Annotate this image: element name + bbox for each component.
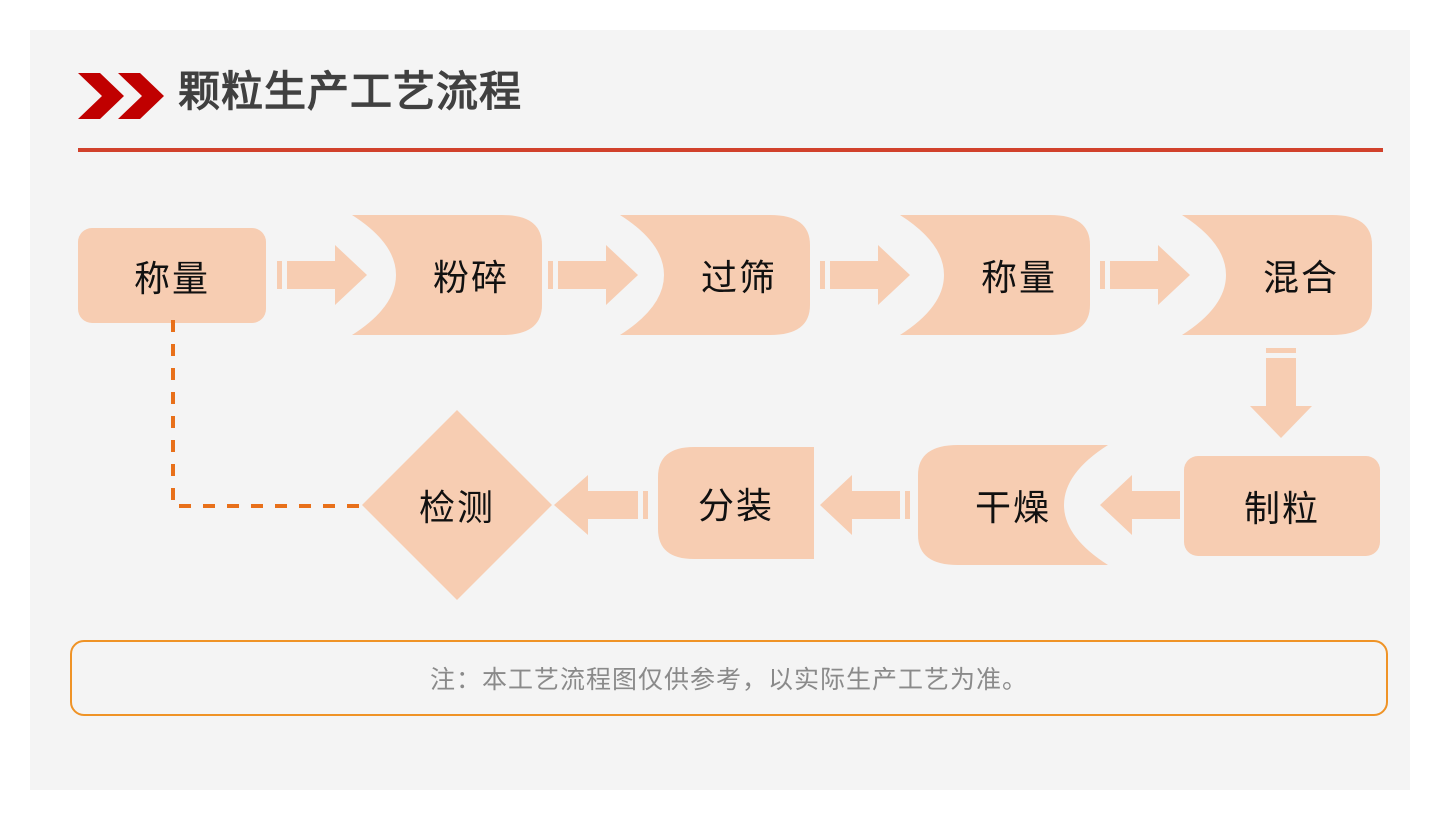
- arrow-right-icon-sieve-weigh2: [820, 243, 910, 307]
- flow-node-weigh-2[interactable]: 称量: [900, 215, 1090, 335]
- content-panel: [30, 30, 1410, 790]
- flow-node-pack[interactable]: 分装: [658, 447, 814, 559]
- arrow-right-icon-weigh1-crush: [277, 243, 367, 307]
- flow-node-crush[interactable]: 粉碎: [352, 215, 542, 335]
- arrow-left-icon-pack-inspect: [552, 473, 648, 537]
- arrow-left-icon-dry-pack: [818, 473, 910, 537]
- flow-node-granulate[interactable]: 制粒: [1184, 456, 1380, 556]
- note-box: 注：本工艺流程图仅供参考，以实际生产工艺为准。: [70, 640, 1388, 716]
- dashed-feedback-line-icon: [160, 318, 375, 513]
- flow-node-dry[interactable]: 干燥: [918, 445, 1108, 565]
- header: 颗粒生产工艺流程: [78, 60, 1383, 150]
- double-chevron-right-icon: [78, 71, 166, 121]
- arrow-down-icon-mix-granulate: [1248, 348, 1314, 440]
- flow-node-inspect[interactable]: 检测: [362, 410, 552, 600]
- flow-node-weigh-1[interactable]: 称量: [78, 228, 266, 323]
- arrow-left-icon-granulate-dry: [1098, 473, 1190, 537]
- flow-node-mix[interactable]: 混合: [1182, 215, 1372, 335]
- title-underline: [78, 148, 1383, 152]
- arrow-right-icon-crush-sieve: [548, 243, 638, 307]
- arrow-right-icon-weigh2-mix: [1100, 243, 1190, 307]
- page-title: 颗粒生产工艺流程: [178, 67, 523, 116]
- flow-node-sieve[interactable]: 过筛: [620, 215, 810, 335]
- note-text: 注：本工艺流程图仅供参考，以实际生产工艺为准。: [429, 665, 1028, 694]
